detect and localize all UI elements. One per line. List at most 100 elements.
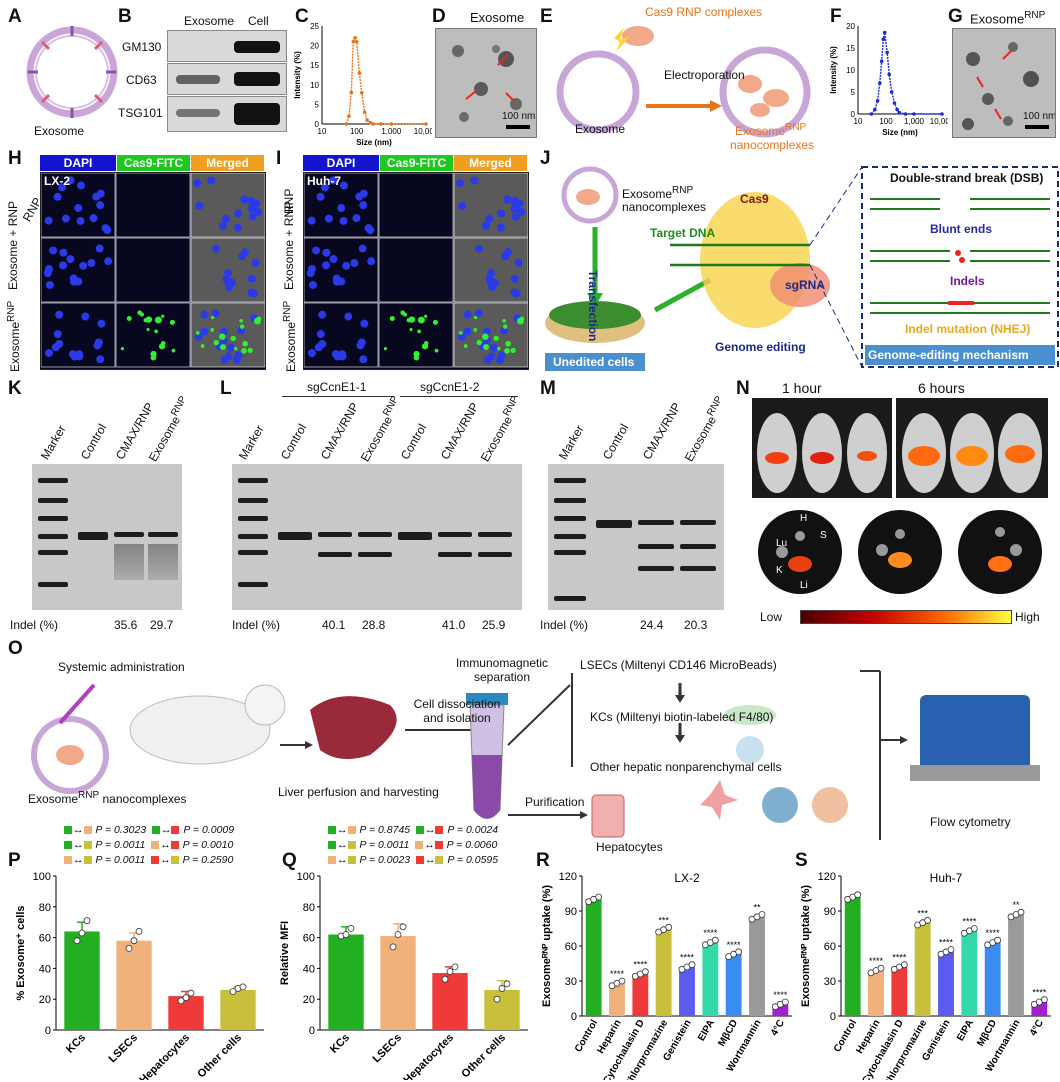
nucleus [463, 327, 472, 336]
nucleus [104, 257, 113, 266]
l-indel-4: 25.9 [482, 618, 506, 632]
nucleus [344, 312, 353, 321]
nucleus [342, 261, 351, 270]
data-point [885, 50, 889, 55]
i-cell-line: Huh-7 [307, 174, 341, 188]
x-tick-label: Hepatocytes [401, 1032, 456, 1080]
x-tick-label: LSECs [371, 1032, 405, 1066]
data-point [641, 968, 649, 976]
o-systemic: Systemic administration [58, 660, 185, 674]
nucleus [367, 257, 376, 266]
x-tick-label: EIPA [696, 1018, 717, 1043]
bar [632, 974, 649, 1016]
panel-label-q: Q [282, 850, 297, 871]
y-tick-label: 60 [565, 941, 577, 953]
y-tick-label: 5 [315, 100, 320, 109]
l-lane-cmax-1: CMAX/RNP [317, 400, 362, 462]
nucleus [66, 176, 75, 185]
data-point [371, 122, 376, 126]
fitc-signal [213, 339, 219, 346]
nucleus [350, 259, 359, 268]
significance-label: ** [753, 903, 761, 913]
data-point [441, 975, 449, 983]
panel-label-m: M [540, 378, 556, 399]
significance-label: **** [610, 969, 625, 979]
fluorescence-grid-lx2 [40, 172, 266, 370]
y-tick-label: 10 [310, 81, 319, 90]
nucleus [457, 332, 466, 341]
data-point [498, 985, 506, 992]
grid-cell [190, 302, 265, 368]
panel-label-h: H [8, 148, 22, 169]
nucleus [364, 224, 373, 233]
x-tick-label: MβCD [975, 1018, 999, 1049]
data-point [399, 923, 407, 931]
wb-col-exosome: Exosome [184, 14, 235, 28]
nucleus [356, 341, 365, 350]
data-point [368, 121, 373, 125]
y-tick-label: 0 [851, 110, 856, 119]
data-point [362, 110, 367, 115]
e-right-caption-2: nanocomplexes [730, 138, 815, 152]
nucleus [503, 195, 512, 204]
gel-m [548, 464, 724, 610]
nucleus [200, 327, 209, 336]
data-point [135, 928, 143, 935]
data-point [994, 936, 1002, 944]
nucleus [95, 244, 104, 253]
m-lane-cmax: CMAX/RNP [639, 400, 684, 462]
data-point [229, 988, 237, 995]
panel-label-s: S [795, 850, 808, 871]
nucleus [251, 258, 260, 267]
data-point [912, 112, 916, 116]
nucleus [195, 201, 204, 210]
data-point [879, 59, 884, 63]
panel-label-e: E [540, 6, 553, 27]
fitc-signal [463, 344, 468, 348]
data-point [354, 39, 359, 44]
nucleus [194, 332, 203, 341]
data-point [869, 112, 874, 116]
bar [938, 951, 954, 1016]
l-indel-3: 41.0 [442, 618, 466, 632]
x-tick-label: LSECs [107, 1032, 141, 1066]
data-point [394, 931, 402, 938]
nucleus [359, 355, 368, 364]
nucleus [488, 283, 497, 292]
nucleus [316, 330, 325, 339]
fitc-signal [154, 329, 158, 334]
panel-label-a: A [8, 6, 22, 27]
nucleus [233, 223, 242, 232]
nucleus [458, 201, 467, 210]
significance-label: **** [633, 960, 648, 970]
y-tick-label: 60 [39, 933, 51, 945]
j-indel-mut: Indel mutation (NHEJ) [905, 322, 1031, 336]
nucleus [496, 223, 505, 232]
bar [484, 989, 520, 1030]
fitc-signal [473, 315, 478, 320]
fitc-signal [458, 331, 463, 335]
nucleus [53, 192, 62, 201]
grid-cell [304, 173, 379, 238]
x-tick-label: 1,000 [381, 127, 402, 136]
i-row-exosome-rnp: ExosomeRNP [282, 300, 298, 372]
nucleus [55, 310, 64, 319]
j-cas9: Cas9 [740, 192, 769, 206]
o-hep: Hepatocytes [596, 840, 663, 854]
fitc-signal [146, 327, 150, 332]
nucleus [221, 214, 230, 223]
bar [328, 934, 364, 1030]
h-row-exosome-rnp: ExosomeRNP [6, 300, 22, 372]
data-point [359, 90, 364, 95]
j-sgrna: sgRNA [785, 278, 826, 292]
x-tick-label: Hepatocytes [137, 1032, 192, 1080]
grid-cell [115, 237, 191, 303]
x-tick-label: 10 [318, 127, 327, 136]
y-tick-label: 15 [310, 61, 319, 70]
fluorescence-grid-huh7 [303, 172, 529, 370]
fitc-signal [417, 316, 425, 324]
i-header-merged: Merged [454, 155, 527, 171]
organ-h: H [800, 513, 808, 524]
